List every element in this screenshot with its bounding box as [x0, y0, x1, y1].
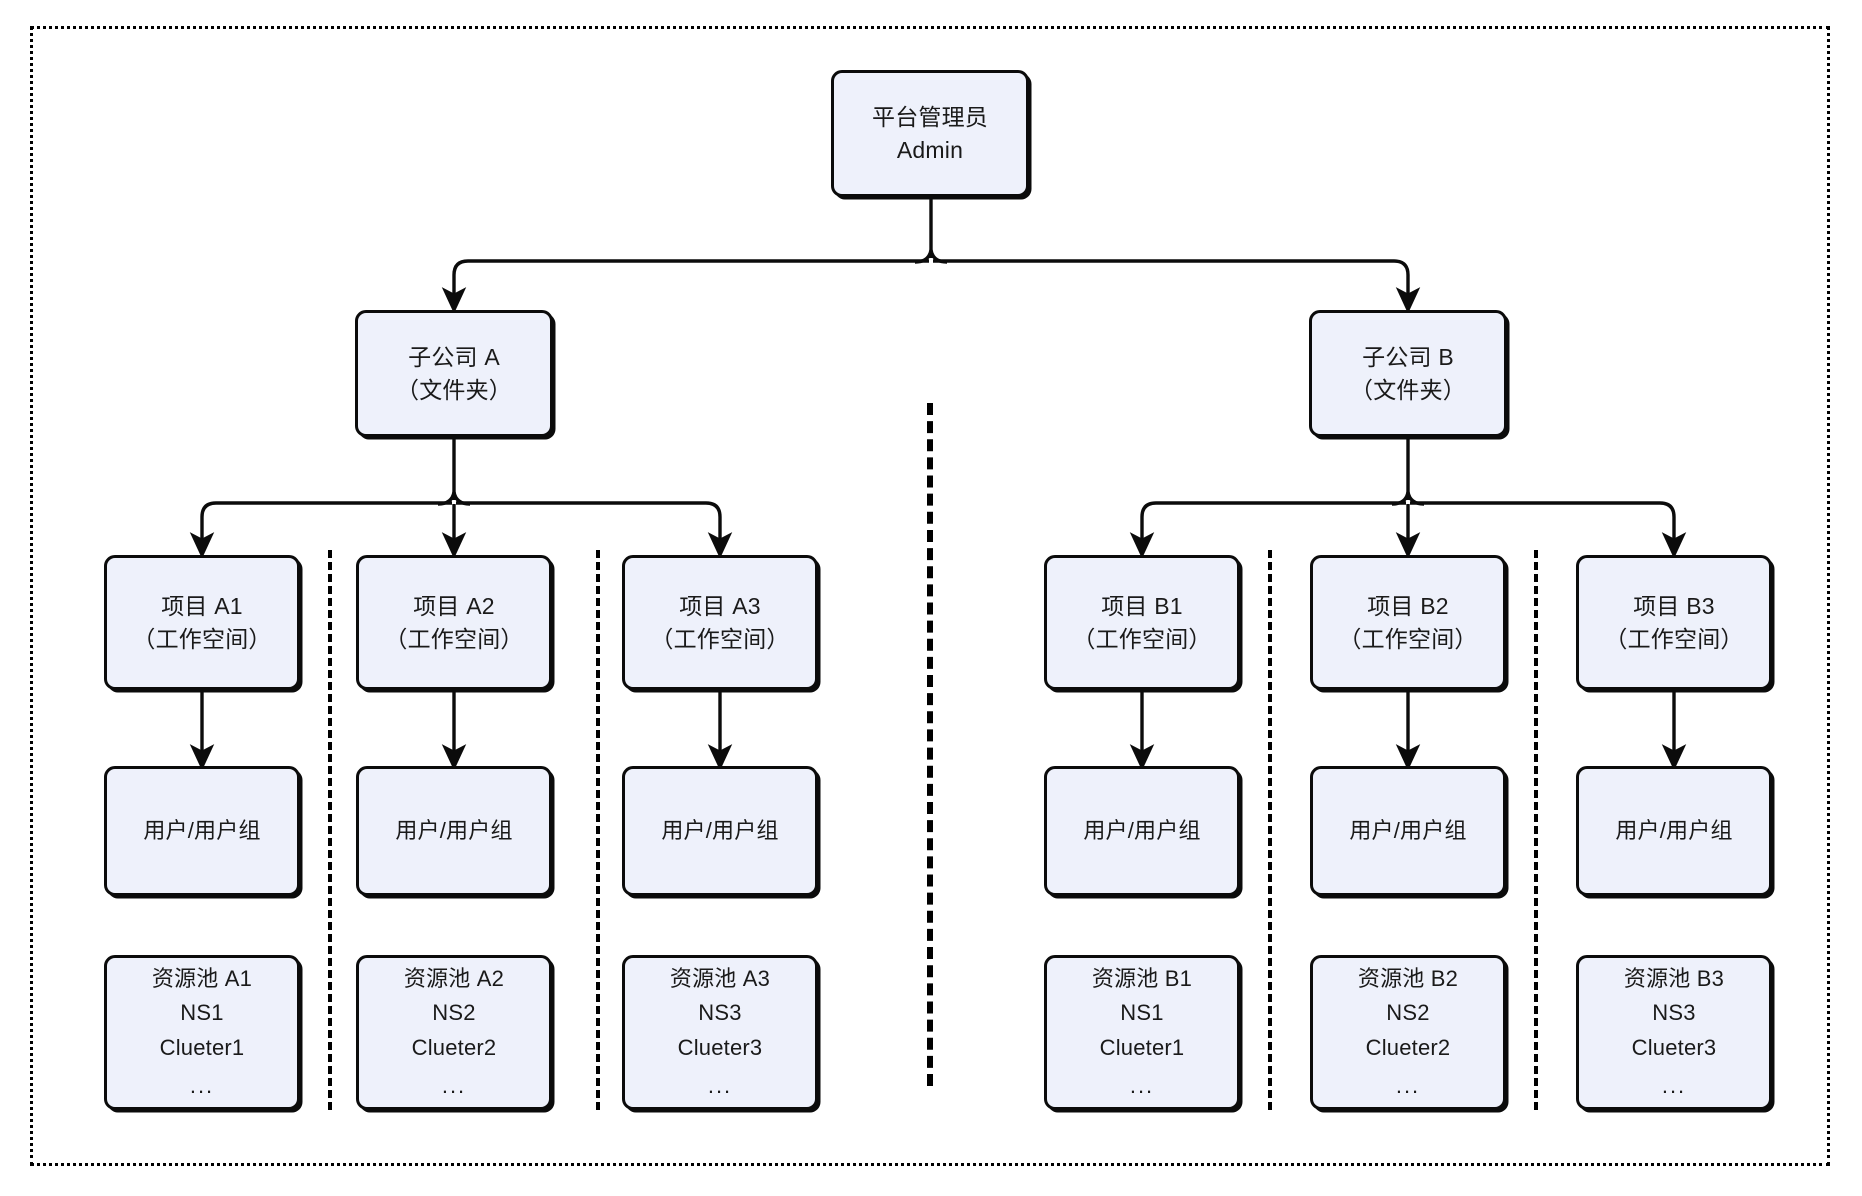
node-root-admin[interactable]: 平台管理员 Admin [831, 70, 1029, 197]
node-pool-b3-line1: 资源池 B3 [1623, 966, 1725, 992]
node-project-b2[interactable]: 项目 B2 （工作空间） [1310, 555, 1506, 690]
node-subsidiary-a-line1: 子公司 A [408, 343, 500, 370]
node-users-b1-label: 用户/用户组 [1083, 818, 1201, 844]
node-pool-a2-line4: ... [441, 1072, 467, 1098]
node-pool-b1-line4: ... [1129, 1072, 1155, 1098]
divider-b1-b2 [1268, 550, 1272, 1110]
node-project-b3[interactable]: 项目 B3 （工作空间） [1576, 555, 1772, 690]
divider-b2-b3 [1534, 550, 1538, 1110]
node-pool-a1-line3: Clueter1 [159, 1034, 245, 1060]
node-project-a3[interactable]: 项目 A3 （工作空间） [622, 555, 818, 690]
node-pool-b2-line1: 资源池 B2 [1357, 966, 1459, 992]
node-project-b1[interactable]: 项目 B1 （工作空间） [1044, 555, 1240, 690]
node-pool-a1-line4: ... [189, 1072, 215, 1098]
node-pool-b2[interactable]: 资源池 B2 NS2 Clueter2 ... [1310, 955, 1506, 1110]
node-project-b1-line2: （工作空间） [1072, 625, 1212, 652]
node-pool-a2-line3: Clueter2 [411, 1034, 497, 1060]
node-pool-a2[interactable]: 资源池 A2 NS2 Clueter2 ... [356, 955, 552, 1110]
node-pool-a2-line2: NS2 [432, 1000, 476, 1026]
node-subsidiary-b[interactable]: 子公司 B （文件夹） [1309, 310, 1507, 437]
node-project-a1-line1: 项目 A1 [161, 592, 243, 619]
node-project-b3-line1: 项目 B3 [1633, 592, 1715, 619]
node-pool-a3[interactable]: 资源池 A3 NS3 Clueter3 ... [622, 955, 818, 1110]
node-users-a2-label: 用户/用户组 [395, 818, 513, 844]
node-pool-b1-line1: 资源池 B1 [1091, 966, 1193, 992]
node-users-b3-label: 用户/用户组 [1615, 818, 1733, 844]
node-project-a3-line1: 项目 A3 [679, 592, 761, 619]
node-users-a1[interactable]: 用户/用户组 [104, 766, 300, 896]
node-pool-a3-line4: ... [707, 1072, 733, 1098]
node-project-a2-line1: 项目 A2 [413, 592, 495, 619]
node-users-a3[interactable]: 用户/用户组 [622, 766, 818, 896]
divider-a2-a3 [596, 550, 600, 1110]
node-subsidiary-b-line2: （文件夹） [1350, 376, 1466, 403]
node-users-a1-label: 用户/用户组 [143, 818, 261, 844]
node-users-b2[interactable]: 用户/用户组 [1310, 766, 1506, 896]
node-project-b1-line1: 项目 B1 [1101, 592, 1183, 619]
node-pool-b1[interactable]: 资源池 B1 NS1 Clueter1 ... [1044, 955, 1240, 1110]
node-users-b2-label: 用户/用户组 [1349, 818, 1467, 844]
node-pool-b2-line3: Clueter2 [1365, 1034, 1451, 1060]
diagram-outer-frame [30, 26, 1830, 1166]
node-project-a1-line2: （工作空间） [132, 625, 272, 652]
node-users-a2[interactable]: 用户/用户组 [356, 766, 552, 896]
node-subsidiary-a-line2: （文件夹） [396, 376, 512, 403]
node-pool-a1[interactable]: 资源池 A1 NS1 Clueter1 ... [104, 955, 300, 1110]
node-subsidiary-b-line1: 子公司 B [1362, 343, 1454, 370]
node-project-a1[interactable]: 项目 A1 （工作空间） [104, 555, 300, 690]
node-users-a3-label: 用户/用户组 [661, 818, 779, 844]
node-project-b2-line2: （工作空间） [1338, 625, 1478, 652]
node-pool-a1-line1: 资源池 A1 [151, 966, 253, 992]
node-pool-b3-line4: ... [1661, 1072, 1687, 1098]
node-pool-b3-line3: Clueter3 [1631, 1034, 1717, 1060]
node-pool-b1-line3: Clueter1 [1099, 1034, 1185, 1060]
node-pool-b2-line2: NS2 [1386, 1000, 1430, 1026]
divider-a1-a2 [328, 550, 332, 1110]
node-pool-a1-line2: NS1 [180, 1000, 224, 1026]
node-pool-a3-line3: Clueter3 [677, 1034, 763, 1060]
node-users-b1[interactable]: 用户/用户组 [1044, 766, 1240, 896]
node-users-b3[interactable]: 用户/用户组 [1576, 766, 1772, 896]
node-pool-b3-line2: NS3 [1652, 1000, 1696, 1026]
node-root-admin-line2: Admin [896, 136, 964, 163]
node-subsidiary-a[interactable]: 子公司 A （文件夹） [355, 310, 553, 437]
node-project-a2[interactable]: 项目 A2 （工作空间） [356, 555, 552, 690]
node-project-a3-line2: （工作空间） [650, 625, 790, 652]
node-pool-b3[interactable]: 资源池 B3 NS3 Clueter3 ... [1576, 955, 1772, 1110]
node-root-admin-line1: 平台管理员 [872, 103, 988, 130]
node-pool-a3-line2: NS3 [698, 1000, 742, 1026]
node-project-a2-line2: （工作空间） [384, 625, 524, 652]
node-project-b2-line1: 项目 B2 [1367, 592, 1449, 619]
node-project-b3-line2: （工作空间） [1604, 625, 1744, 652]
node-pool-b2-line4: ... [1395, 1072, 1421, 1098]
node-pool-a2-line1: 资源池 A2 [403, 966, 505, 992]
node-pool-b1-line2: NS1 [1120, 1000, 1164, 1026]
divider-group-a-b [927, 403, 933, 1086]
node-pool-a3-line1: 资源池 A3 [669, 966, 771, 992]
